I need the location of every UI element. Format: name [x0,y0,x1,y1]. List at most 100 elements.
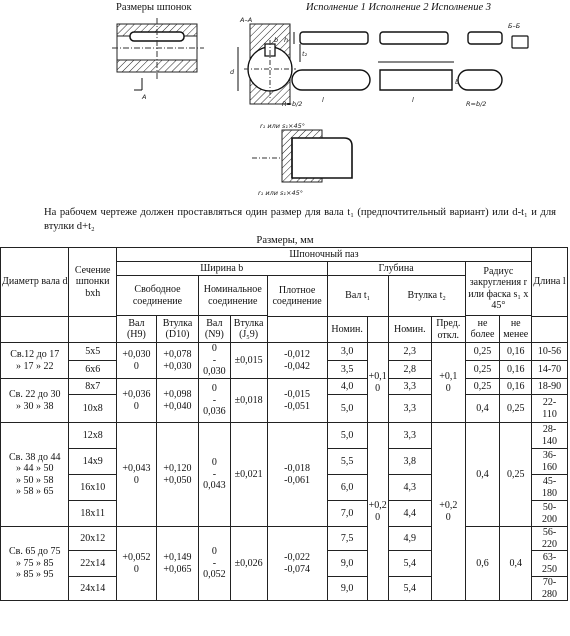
header-free-hub: Втулка (D10) [155,315,200,343]
header-length: Длина l [531,247,568,317]
cell-normal-shaft: 0 - 0,036 [198,378,231,423]
cell-t1: 9,0 [326,550,368,577]
cell-normal-hub: ±0,018 [229,378,268,423]
cell-length: 10-56 [531,342,568,361]
cell-r-max: 0,4 [464,394,501,423]
dim-t2-label: t₂ [302,50,308,58]
cell-t2-dev: +0,2 0 [430,422,466,601]
cell-free-shaft: +0,030 0 [115,342,157,379]
cell-section: 22x14 [68,550,117,577]
cell-tight-both: -0,022 -0,074 [266,526,328,601]
cell-t2: 2,3 [387,342,432,361]
cell-diameter: Св. 65 до 75 » 75 » 85 » 85 » 95 [0,526,70,601]
cell-normal-hub: ±0,026 [229,526,268,601]
cell-t2: 3,3 [387,422,432,449]
cell-diameter: Св. 38 до 44 » 44 » 50 » 50 » 58 » 58 » … [0,422,70,527]
header-diameter: Диаметр вала d [0,247,70,317]
chamfer-label-top: r₁ или s₁×45° [260,122,305,130]
cell-section: 5x5 [68,342,117,361]
cell-normal-shaft: 0 - 0,052 [198,526,231,601]
cell-length: 56- 220 [531,526,568,551]
dim-d-label: d [230,68,235,76]
section-label-aa: A–A [239,16,252,24]
header-not-less: не менее [499,315,533,343]
header-spacer-diameter [0,316,70,343]
cell-section: 14x9 [68,448,117,475]
exec1-dim-h: h [284,36,288,44]
cell-t1: 7,0 [326,500,368,527]
cell-normal-hub: ±0,021 [229,422,268,527]
exec2-dim-b: b [455,78,459,86]
cell-t2: 4,4 [387,500,432,527]
header-section: Сечение шпонки bxh [68,247,117,317]
section-label-bb: Б–Б [508,22,521,30]
cell-r-max: 0,6 [464,526,501,601]
key-dimensions-table: Диаметр вала d Сечение шпонки bxh Шпоноч… [0,247,568,601]
header-nominal-shaft: Номин. [326,316,368,343]
cell-t2-dev: +0,1 0 [430,342,466,423]
header-spacer-tight [266,316,328,343]
cell-normal-shaft: 0 - 0,043 [198,422,231,527]
header-tight-fit: Плотное соединение [266,275,328,317]
cell-free-hub: +0,149 +0,065 [155,526,200,601]
cell-t1: 5,0 [326,422,368,449]
header-normal-shaft: Вал (N9) [198,315,231,343]
cell-t2: 3,8 [387,448,432,475]
header-keyway: Шпоночный паз [115,247,533,262]
shaft-cross-section-drawing: A–A t₂ d t₁ b [230,16,308,108]
cell-t2: 2,8 [387,360,432,379]
header-spacer-section [68,316,117,343]
exec1-dim-l: l [322,96,324,104]
cell-tight-both: -0,012 -0,042 [266,342,328,379]
cell-r-min: 0,25 [499,422,533,527]
units-caption: Размеры, мм [256,235,314,246]
cell-t1-dev: +0,1 0 [366,342,389,423]
cell-length: 45- 180 [531,474,568,501]
cell-t2: 4,3 [387,474,432,501]
cell-t1-dev: +0,2 0 [366,422,389,601]
cell-length: 18-90 [531,378,568,395]
cell-diameter: Св.12 до 17 » 17 » 22 [0,342,70,379]
cell-free-hub: +0,078 +0,030 [155,342,200,379]
cell-t1: 5,5 [326,448,368,475]
figure-title-key-sizes: Размеры шпонок [116,2,192,13]
header-depth-shaft: Вал t₁ [326,275,389,317]
cell-section: 24x14 [68,576,117,601]
section-marker-a: A [141,93,146,101]
cell-t1: 6,0 [326,474,368,501]
header-radius: Радиус закругления r или фаска s₁ x 45° [464,261,533,316]
header-not-more: не более [464,315,501,343]
header-depth: Глубина [326,261,466,276]
cell-free-shaft: +0,052 0 [115,526,157,601]
cell-tight-both: -0,018 -0,061 [266,422,328,527]
cell-section: 6x6 [68,360,117,379]
cell-section: 8x7 [68,378,117,395]
cell-r-min: 0,16 [499,378,533,395]
cell-normal-hub: ±0,015 [229,342,268,379]
cell-free-hub: +0,120 +0,050 [155,422,200,527]
cell-diameter: Св. 22 до 30 » 30 » 38 [0,378,70,423]
shaft-side-view-drawing: A [112,18,222,101]
cell-free-hub: +0,098 +0,040 [155,378,200,423]
cell-length: 28- 140 [531,422,568,449]
cell-t1: 5,0 [326,394,368,423]
cell-section: 12x8 [68,422,117,449]
header-free-shaft: Вал (H9) [115,315,157,343]
cell-t1: 9,0 [326,576,368,601]
chamfer-detail-drawing: r₁ или s₁×45° r₁ или s₁×45° [252,122,392,197]
cell-length: 63- 250 [531,550,568,577]
key-executions-drawing: h l R=b/2 l b R=b/2 Б–Б [282,22,542,108]
exec3-radius: R=b/2 [466,100,486,108]
cell-free-shaft: +0,043 0 [115,422,157,527]
header-width: Ширина b [115,261,328,276]
cell-r-max: 0,25 [464,360,501,379]
cell-r-min: 0,4 [499,526,533,601]
cell-normal-shaft: 0 - 0,030 [198,342,231,379]
cell-t2: 3,3 [387,378,432,395]
cell-t1: 7,5 [326,526,368,551]
